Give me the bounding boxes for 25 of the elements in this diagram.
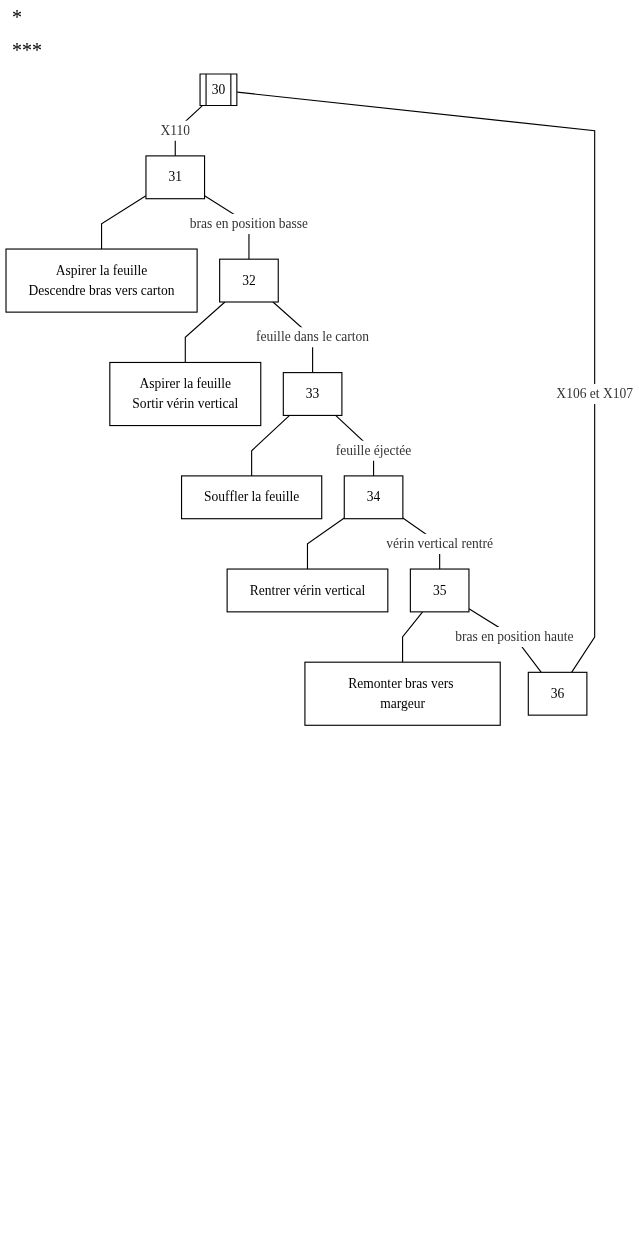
transition-mark: *** [12, 39, 42, 62]
connector [251, 414, 291, 477]
node-box: 35 [409, 568, 470, 613]
connector [101, 195, 147, 250]
node-box: 36 [527, 671, 588, 716]
connector [402, 611, 424, 663]
edge-label: X106 et X107 [556, 386, 633, 402]
edge-label: vérin vertical rentré [386, 535, 493, 552]
transition-mark: * [12, 6, 22, 29]
edge-label: feuille dans le carton [256, 329, 370, 345]
node-box: Aspirer la feuille Sortir vérin vertical [109, 361, 262, 427]
node-box: 31 [145, 155, 206, 200]
node-box: 34 [343, 475, 404, 520]
edge-label: bras en position basse [189, 215, 309, 232]
edge-label: feuille éjectée [335, 442, 412, 458]
connector [184, 301, 226, 364]
connector [306, 517, 345, 570]
edge-label: bras en position haute [455, 629, 574, 645]
node-box: 32 [219, 258, 279, 303]
node-box: Aspirer la feuille Descendre bras vers carton [5, 248, 198, 313]
node-box: 33 [282, 372, 343, 416]
node-box: Remonter bras vers margeur [304, 661, 501, 726]
node-box: Souffler la feuille [180, 475, 323, 520]
edge-label: X110 [160, 122, 191, 138]
node-box: Rentrer vérin vertical [226, 568, 389, 613]
